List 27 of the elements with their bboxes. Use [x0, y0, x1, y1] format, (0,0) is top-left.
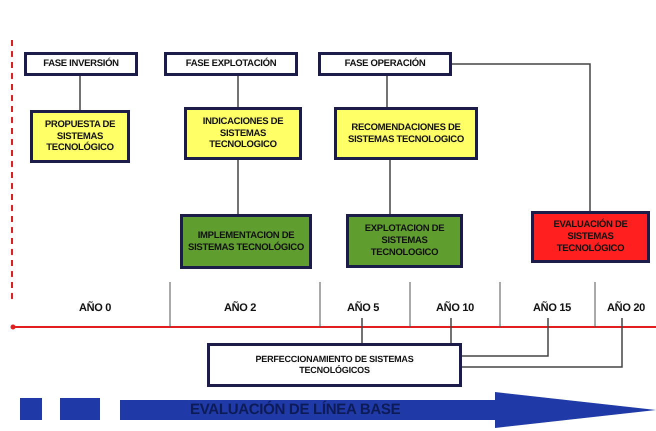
process-box: EVALUACIÓN DE SISTEMAS TECNOLÓGICO: [531, 211, 650, 263]
timeline-arrow: EVALUACIÓN DE LÍNEA BASE: [120, 392, 656, 428]
year-label: AÑO 5: [333, 300, 393, 318]
process-box: PROPUESTA DE SISTEMAS TECNOLÓGICO: [30, 110, 130, 163]
connector-line: [462, 318, 623, 368]
year-label: AÑO 2: [210, 300, 270, 318]
connector-line: [237, 76, 239, 107]
connector-line: [361, 318, 363, 343]
connector-line: [450, 318, 452, 343]
process-box: RECOMENDACIONES DE SISTEMAS TECNOLOGICO: [334, 107, 478, 160]
process-box: IMPLEMENTACION DE SISTEMAS TECNOLÓGICO: [180, 214, 312, 269]
year-label: AÑO 0: [65, 300, 125, 318]
year-label: AÑO 20: [596, 300, 656, 318]
connector-line: [389, 160, 391, 214]
year-label: AÑO 10: [423, 300, 487, 318]
phase-box: FASE OPERACIÓN: [318, 52, 452, 76]
process-box: INDICACIONES DE SISTEMAS TECNOLOGICO: [184, 107, 302, 160]
connector-line: [79, 76, 81, 110]
year-label: AÑO 15: [520, 300, 584, 318]
process-box: EXPLOTACION DE SISTEMAS TECNOLOGICO: [346, 214, 463, 268]
phase-box: FASE INVERSIÓN: [24, 52, 138, 76]
connector-line: [386, 76, 388, 107]
phase-box: FASE EXPLOTACIÓN: [164, 52, 298, 76]
connector-line: [237, 160, 239, 214]
process-box: PERFECCIONAMIENTO DE SISTEMAS TECNOLÓGICOS: [207, 343, 462, 387]
connector-line: [462, 318, 549, 357]
connector-line: [452, 63, 591, 211]
